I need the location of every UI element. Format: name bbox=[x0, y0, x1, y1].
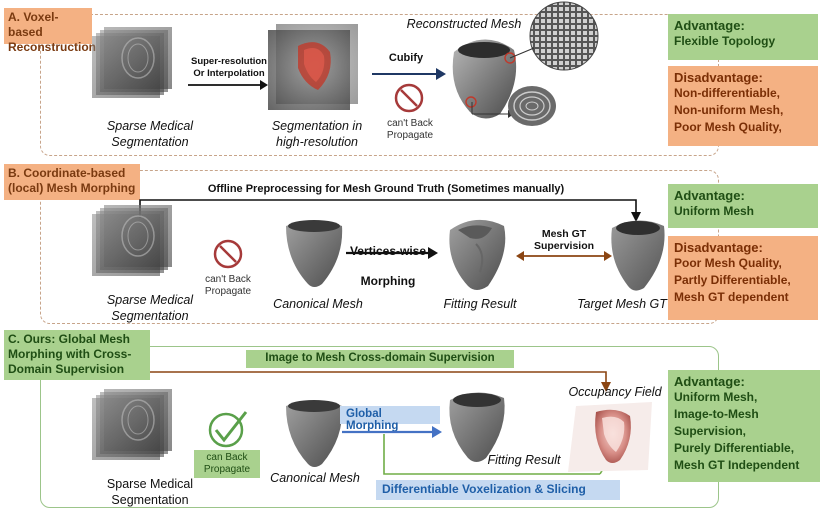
section-b-disadvantage-panel: Disadvantage: Poor Mesh Quality, Partly … bbox=[668, 236, 818, 320]
section-a-disadvantage-panel: Disadvantage: Non-differentiable, Non-un… bbox=[668, 66, 818, 146]
section-a-result-caption: Reconstructed Mesh bbox=[406, 17, 522, 31]
section-c-advantage-item: Purely Differentiable, bbox=[674, 441, 795, 455]
section-c-morph-arrow bbox=[342, 426, 442, 438]
section-a-arrow-superres-label: Super-resolution Or Interpolation bbox=[190, 56, 267, 79]
section-c-input-caption: Sparse Medical Segmentation bbox=[106, 477, 194, 507]
section-a-tag: A. Voxel-based Reconstruction bbox=[4, 8, 96, 54]
section-c-advantage-item: Uniform Mesh, bbox=[674, 390, 758, 404]
section-a-advantage-item: Flexible Topology bbox=[674, 34, 776, 48]
section-c-morph-label: Global Morphing bbox=[340, 406, 440, 432]
section-a-disadvantage-item: Non-uniform Mesh, bbox=[674, 103, 784, 117]
section-c-fitting-mesh bbox=[449, 392, 505, 462]
section-a-highres-volume bbox=[268, 24, 358, 110]
section-c-backprop-label: can Back Propagate bbox=[194, 450, 260, 478]
section-c-tag: C. Ours: Global Mesh Morphing with Cross… bbox=[4, 330, 150, 380]
section-b-target-caption: Target Mesh GT bbox=[577, 297, 667, 311]
section-b-morph-label: Vertices-wise Morphing bbox=[349, 244, 427, 288]
section-a-no-backprop-label: can't Back Propagate bbox=[386, 118, 434, 141]
section-b-disadvantage-item: Poor Mesh Quality, bbox=[674, 256, 782, 270]
section-b-top-label: Offline Preprocessing for Mesh Ground Tr… bbox=[207, 183, 565, 195]
section-a-no-backprop-icon bbox=[394, 83, 424, 113]
section-b-canonical-mesh bbox=[286, 220, 343, 287]
section-b-fitting-mesh bbox=[449, 219, 506, 290]
section-a-mid-caption: Segmentation in high-resolution bbox=[271, 119, 363, 149]
section-a-reconstructed-mesh bbox=[452, 39, 517, 119]
section-b-disadvantage-item: Partly Differentiable, bbox=[674, 273, 791, 287]
section-b-no-backprop-icon bbox=[213, 239, 243, 269]
section-c-top-label: Image to Mesh Cross-domain Supervision bbox=[246, 350, 514, 368]
section-b-volume-stack bbox=[92, 205, 172, 276]
section-a-arrow-superres bbox=[188, 80, 268, 90]
section-a-advantage-title: Advantage: bbox=[674, 18, 745, 33]
section-c-occupancy-caption: Occupancy Field bbox=[568, 385, 662, 399]
section-c-volume-stack bbox=[92, 389, 172, 460]
section-b-tag: B. Coordinate-based (local) Mesh Morphin… bbox=[4, 164, 140, 200]
section-b-supervision-arrow bbox=[516, 251, 612, 261]
section-c-advantage-item: Mesh GT Independent bbox=[674, 458, 800, 472]
section-a-volume-stack bbox=[92, 27, 172, 98]
section-b-input-caption: Sparse Medical Segmentation bbox=[106, 293, 194, 323]
section-a-input-caption: Sparse Medical Segmentation bbox=[106, 119, 194, 149]
section-a-zoom-top bbox=[529, 1, 599, 71]
section-b-advantage-item: Uniform Mesh bbox=[674, 204, 755, 218]
section-a-disadvantage-item: Non-differentiable, bbox=[674, 86, 781, 100]
section-b-advantage-panel: Advantage: Uniform Mesh bbox=[668, 184, 818, 228]
section-a-advantage-panel: Advantage: Flexible Topology bbox=[668, 14, 818, 60]
section-c-cross-domain-arrow bbox=[150, 371, 611, 392]
section-a-cubify-label: Cubify bbox=[388, 52, 424, 64]
section-b-supervision-label: Mesh GT Supervision bbox=[533, 228, 595, 252]
section-c-canonical-mesh bbox=[286, 400, 343, 467]
section-a-arrow-cubify bbox=[372, 68, 446, 80]
section-b-advantage-title: Advantage: bbox=[674, 188, 745, 203]
section-b-preprocess-arrow bbox=[139, 199, 641, 222]
section-b-morph-arrow bbox=[346, 247, 438, 259]
section-a-disadvantage-title: Disadvantage: bbox=[674, 70, 763, 85]
section-c-occupancy-field bbox=[568, 402, 652, 472]
section-b-no-backprop-label: can't Back Propagate bbox=[204, 274, 252, 297]
section-b-target-mesh bbox=[611, 220, 665, 291]
section-c-canonical-caption: Canonical Mesh bbox=[270, 471, 360, 485]
section-b-fitting-caption: Fitting Result bbox=[443, 297, 517, 311]
section-b-disadvantage-title: Disadvantage: bbox=[674, 240, 763, 255]
section-a-zoom-bottom bbox=[508, 86, 556, 126]
section-b-disadvantage-item: Mesh GT dependent bbox=[674, 290, 789, 304]
section-b-canonical-caption: Canonical Mesh bbox=[273, 297, 363, 311]
section-c-advantage-title: Advantage: bbox=[674, 374, 745, 389]
section-c-advantage-panel: Advantage: Uniform Mesh, Image-to-Mesh S… bbox=[668, 370, 820, 482]
section-a-disadvantage-item: Poor Mesh Quality, bbox=[674, 120, 782, 134]
section-c-voxelize-label: Differentiable Voxelization & Slicing bbox=[376, 480, 620, 500]
section-c-advantage-item: Image-to-Mesh Supervision, bbox=[674, 407, 759, 438]
section-c-backprop-check-icon bbox=[208, 411, 248, 448]
section-c-fitting-caption: Fitting Result bbox=[487, 453, 561, 467]
